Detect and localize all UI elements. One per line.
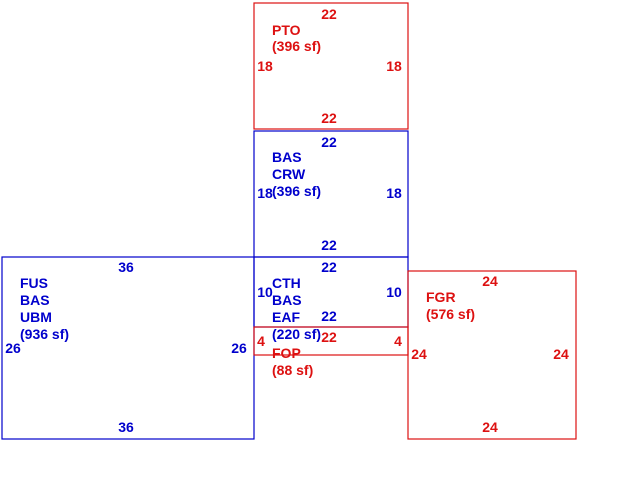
fus-dim-right: 26 xyxy=(231,340,247,356)
cth-dim-top: 22 xyxy=(321,259,337,275)
fop-label: FOP xyxy=(272,345,301,361)
fus-area-sf: (936 sf) xyxy=(20,326,69,342)
bas-crw-label-2: CRW xyxy=(272,166,306,182)
fus-label-1: FUS xyxy=(20,275,48,291)
bas-crw-label-1: BAS xyxy=(272,149,302,165)
fus-dim-bottom: 36 xyxy=(118,419,134,435)
pto-dim-top: 22 xyxy=(321,6,337,22)
cth-dim-left: 10 xyxy=(257,284,273,300)
cth-area-sf: (220 sf) xyxy=(272,326,321,342)
bas-crw-dim-right: 18 xyxy=(386,185,402,201)
bas-crw-dim-left: 18 xyxy=(257,185,273,201)
fgr-area: FGR (576 sf) 24 24 24 24 xyxy=(411,273,569,435)
fop-area: FOP (88 sf) 22 4 4 xyxy=(257,329,402,378)
fgr-dim-right: 24 xyxy=(553,346,569,362)
fus-area: FUS BAS UBM (936 sf) 36 36 26 26 xyxy=(5,259,247,435)
bas-crw-area-sf: (396 sf) xyxy=(272,183,321,199)
pto-label: PTO xyxy=(272,22,301,38)
fgr-dim-top: 24 xyxy=(482,273,498,289)
fgr-dim-left: 24 xyxy=(411,346,427,362)
fgr-label: FGR xyxy=(426,289,456,305)
cth-dim-right: 10 xyxy=(386,284,402,300)
fop-dim-top: 22 xyxy=(321,329,337,345)
bas-crw-dim-top: 22 xyxy=(321,134,337,150)
fop-area-sf: (88 sf) xyxy=(272,362,313,378)
fgr-outline xyxy=(407,270,577,440)
pto-outline xyxy=(253,2,409,130)
fgr-dim-bottom: 24 xyxy=(482,419,498,435)
fop-dim-right: 4 xyxy=(394,333,402,349)
fop-dim-left: 4 xyxy=(257,333,265,349)
cth-label-3: EAF xyxy=(272,309,300,325)
bas-crw-dim-bottom: 22 xyxy=(321,237,337,253)
fus-dim-top: 36 xyxy=(118,259,134,275)
fus-label-3: UBM xyxy=(20,309,52,325)
fus-label-2: BAS xyxy=(20,292,50,308)
pto-dim-right: 18 xyxy=(386,58,402,74)
cth-label-2: BAS xyxy=(272,292,302,308)
cth-dim-bottom: 22 xyxy=(321,308,337,324)
cth-label-1: CTH xyxy=(272,275,301,291)
pto-dim-left: 18 xyxy=(257,58,273,74)
fus-dim-left: 26 xyxy=(5,340,21,356)
bas-crw-area: BAS CRW (396 sf) 22 22 18 18 xyxy=(257,134,402,253)
fgr-area-sf: (576 sf) xyxy=(426,306,475,322)
pto-area: PTO (396 sf) 22 22 18 18 xyxy=(257,6,402,126)
pto-dim-bottom: 22 xyxy=(321,110,337,126)
pto-area-sf: (396 sf) xyxy=(272,38,321,54)
cth-area: CTH BAS EAF (220 sf) 22 22 10 10 xyxy=(257,259,402,342)
